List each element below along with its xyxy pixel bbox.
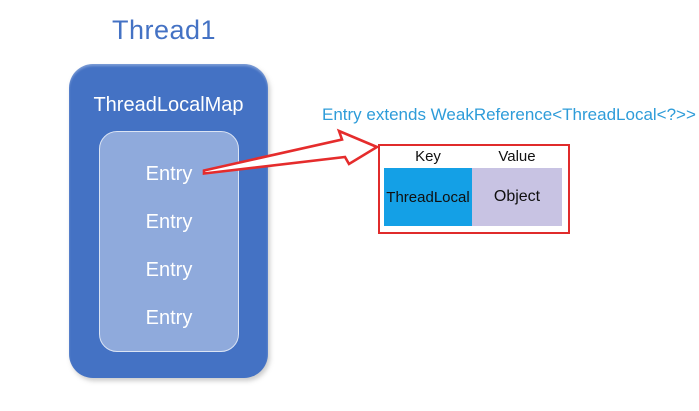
entry-item: Entry [145, 259, 193, 281]
entry-item: Entry [145, 211, 193, 233]
key-cell-threadlocal: ThreadLocal [384, 168, 472, 226]
thread-local-map-box: ThreadLocalMap Entry Entry Entry Entry [69, 64, 268, 378]
entries-box: Entry Entry Entry Entry [99, 131, 239, 352]
entry-item: Entry [145, 307, 193, 329]
entry-structure-table: Key Value ThreadLocal Object [378, 144, 570, 234]
key-column-header: Key [415, 148, 441, 165]
thread-title: Thread1 [112, 15, 217, 45]
table-header-row: Key Value [384, 146, 568, 168]
table-data-row: ThreadLocal Object [384, 168, 568, 226]
entry-item: Entry [145, 163, 193, 185]
thread-local-map-label: ThreadLocalMap [93, 94, 244, 116]
value-cell-object: Object [472, 168, 562, 226]
value-column-header: Value [498, 148, 536, 165]
entry-definition-caption: Entry extends WeakReference<ThreadLocal<… [322, 105, 696, 124]
